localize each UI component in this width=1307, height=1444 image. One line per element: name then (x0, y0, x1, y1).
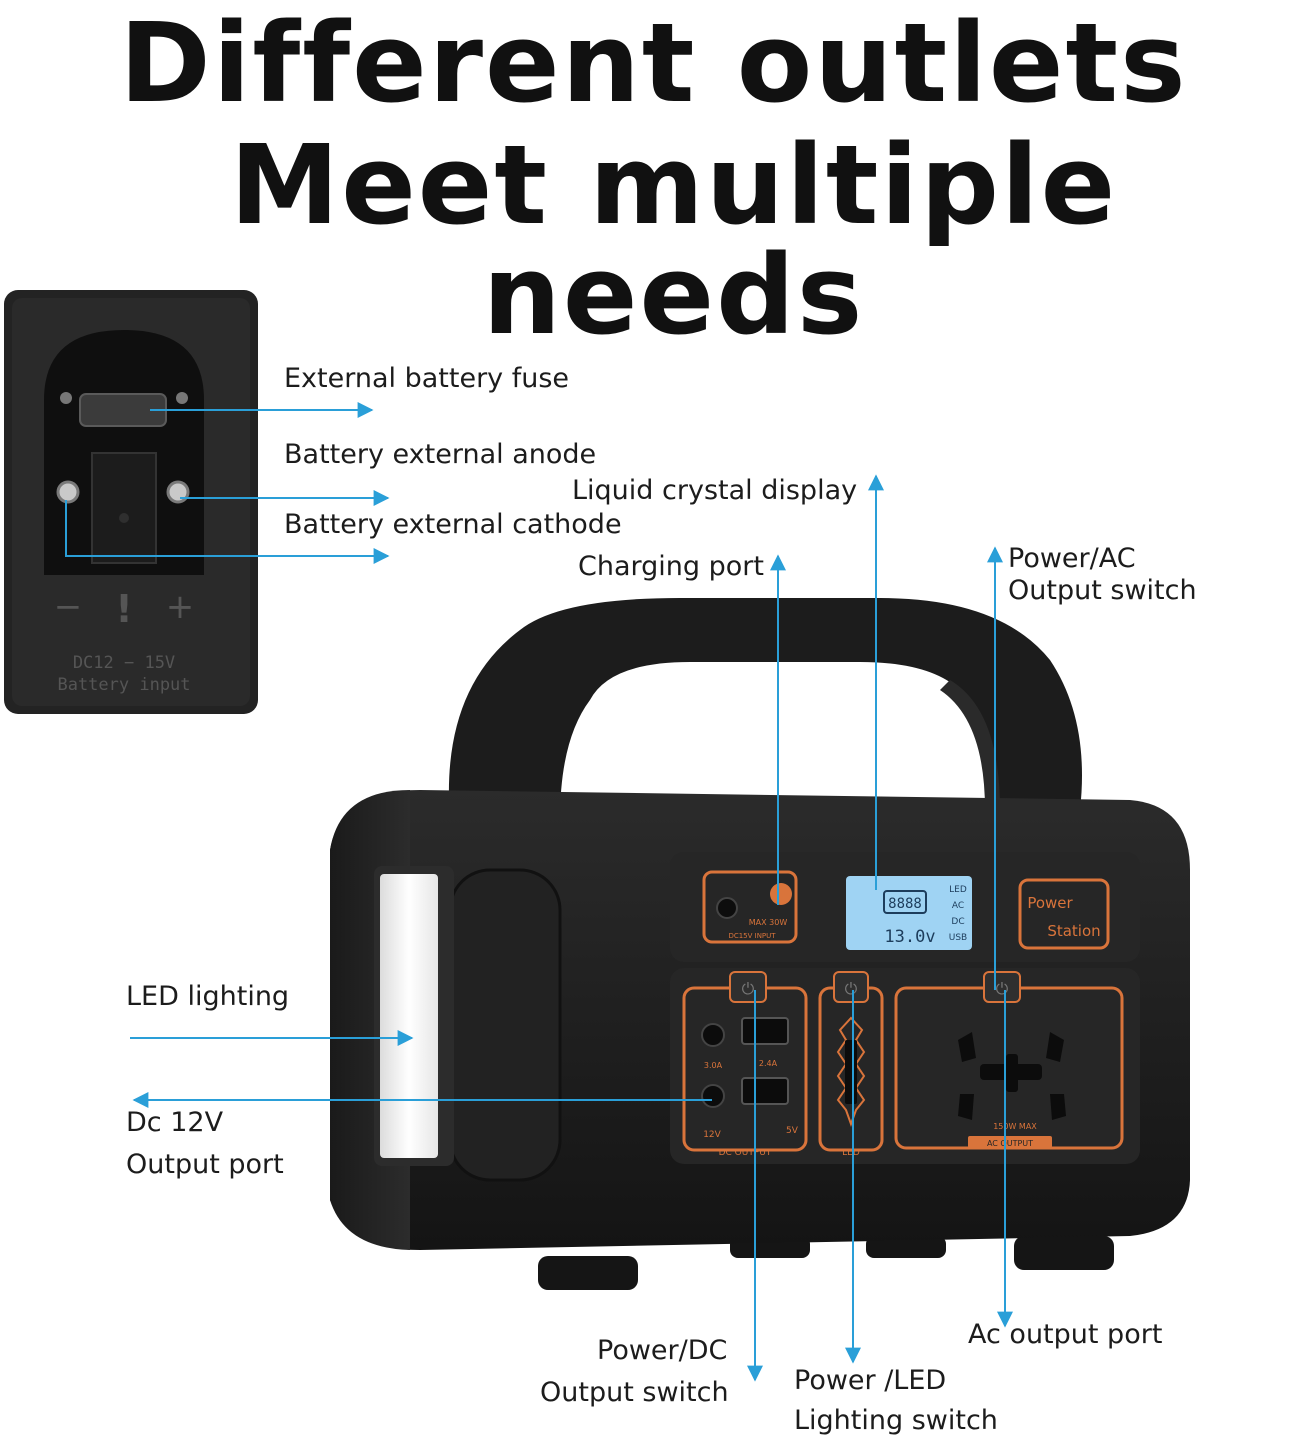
label-power-ac-line-1: Power/AC (1008, 543, 1136, 574)
label-external-battery-fuse: External battery fuse (284, 363, 570, 394)
brand-line-1: Power (1027, 894, 1073, 912)
ac-socket-icon (958, 1032, 1066, 1120)
charge-port-text: MAX 30W (749, 918, 788, 927)
solar-icon (770, 883, 792, 905)
label-power-led-line-2: Lighting switch (794, 1405, 998, 1436)
lcd-voltage: 13.0v (884, 927, 935, 947)
label-battery-external-cathode: Battery external cathode (284, 509, 622, 540)
dc-power-icon: ⏻ (742, 979, 755, 998)
battery-level-icon (883, 890, 927, 914)
dc-volt-label: 12V (703, 1130, 721, 1140)
plus-symbol: + (166, 587, 195, 627)
label-power-dc-line-1: Power/DC (597, 1335, 728, 1366)
led-power-icon: ⏻ (845, 979, 858, 998)
label-power-dc-line-2: Output switch (540, 1377, 729, 1408)
lcd-battery-digits: 8888 (888, 896, 922, 912)
ac-power-button[interactable] (983, 971, 1021, 1003)
arrow-cathode (65, 500, 390, 564)
battery-spec-line-2: Battery input (57, 675, 190, 695)
led-section-label: LED (842, 1148, 860, 1158)
usb-port-2 (741, 1077, 789, 1105)
headline-line-1: Different outlets (119, 0, 1188, 127)
label-led-lighting: LED lighting (126, 981, 290, 1012)
label-charging-port: Charging port (578, 551, 764, 582)
battery-spec-line-1: DC12 − 15V (73, 653, 175, 673)
ac-max-label: 150W MAX (993, 1122, 1037, 1131)
brand-box (1018, 878, 1110, 950)
label-liquid-crystal-display: Liquid crystal display (572, 475, 858, 506)
headline-line-2: Meet multiple needs (229, 121, 1118, 359)
lcd-legend-ac: AC (952, 901, 964, 911)
dc-power-button[interactable] (729, 971, 767, 1003)
label-power-ac-line-2: Output switch (1008, 575, 1197, 606)
label-dc12v-line-1: Dc 12V (126, 1107, 224, 1138)
battery-input-panel: − ! + DC12 − 15V Battery input (4, 290, 258, 714)
led-power-button[interactable] (833, 971, 869, 1003)
dc-output-label: DC OUTPUT (719, 1148, 772, 1158)
minus-symbol: − (54, 587, 83, 627)
dc-port-1 (701, 1023, 725, 1047)
ac-output-label: AC OUTPUT (987, 1139, 1033, 1148)
usb-volt-label: 5V (786, 1126, 799, 1136)
label-power-led-line-1: Power /LED (794, 1365, 947, 1396)
led-sun-icon (836, 1016, 866, 1127)
warning-symbol: ! (115, 587, 132, 631)
charging-port-box (702, 870, 798, 944)
lcd-legend-usb: USB (949, 933, 967, 943)
usb-port-1 (741, 1017, 789, 1045)
label-dc12v-line-2: Output port (126, 1149, 284, 1180)
power-station-device: MAX 30W DC15V INPUT 8888 13.0v LED AC DC… (330, 598, 1190, 1290)
led-light-panel (380, 874, 438, 1158)
dc-amp-label: 3.0A (704, 1061, 723, 1070)
ac-power-icon: ⏻ (996, 979, 1009, 998)
lcd-legend-dc: DC (951, 917, 964, 927)
cathode-terminal-icon (56, 480, 80, 504)
label-battery-external-anode: Battery external anode (284, 439, 597, 470)
usb-amp-label: 2.4A (759, 1059, 778, 1068)
label-ac-output-port: Ac output port (968, 1319, 1163, 1350)
dc-port-2 (701, 1084, 725, 1108)
charging-port-icon (716, 897, 738, 919)
charge-port-sub: DC15V INPUT (728, 932, 776, 940)
brand-line-2: Station (1047, 922, 1100, 940)
lcd-legend-led: LED (949, 885, 967, 895)
callout-arrows (65, 402, 1013, 1382)
